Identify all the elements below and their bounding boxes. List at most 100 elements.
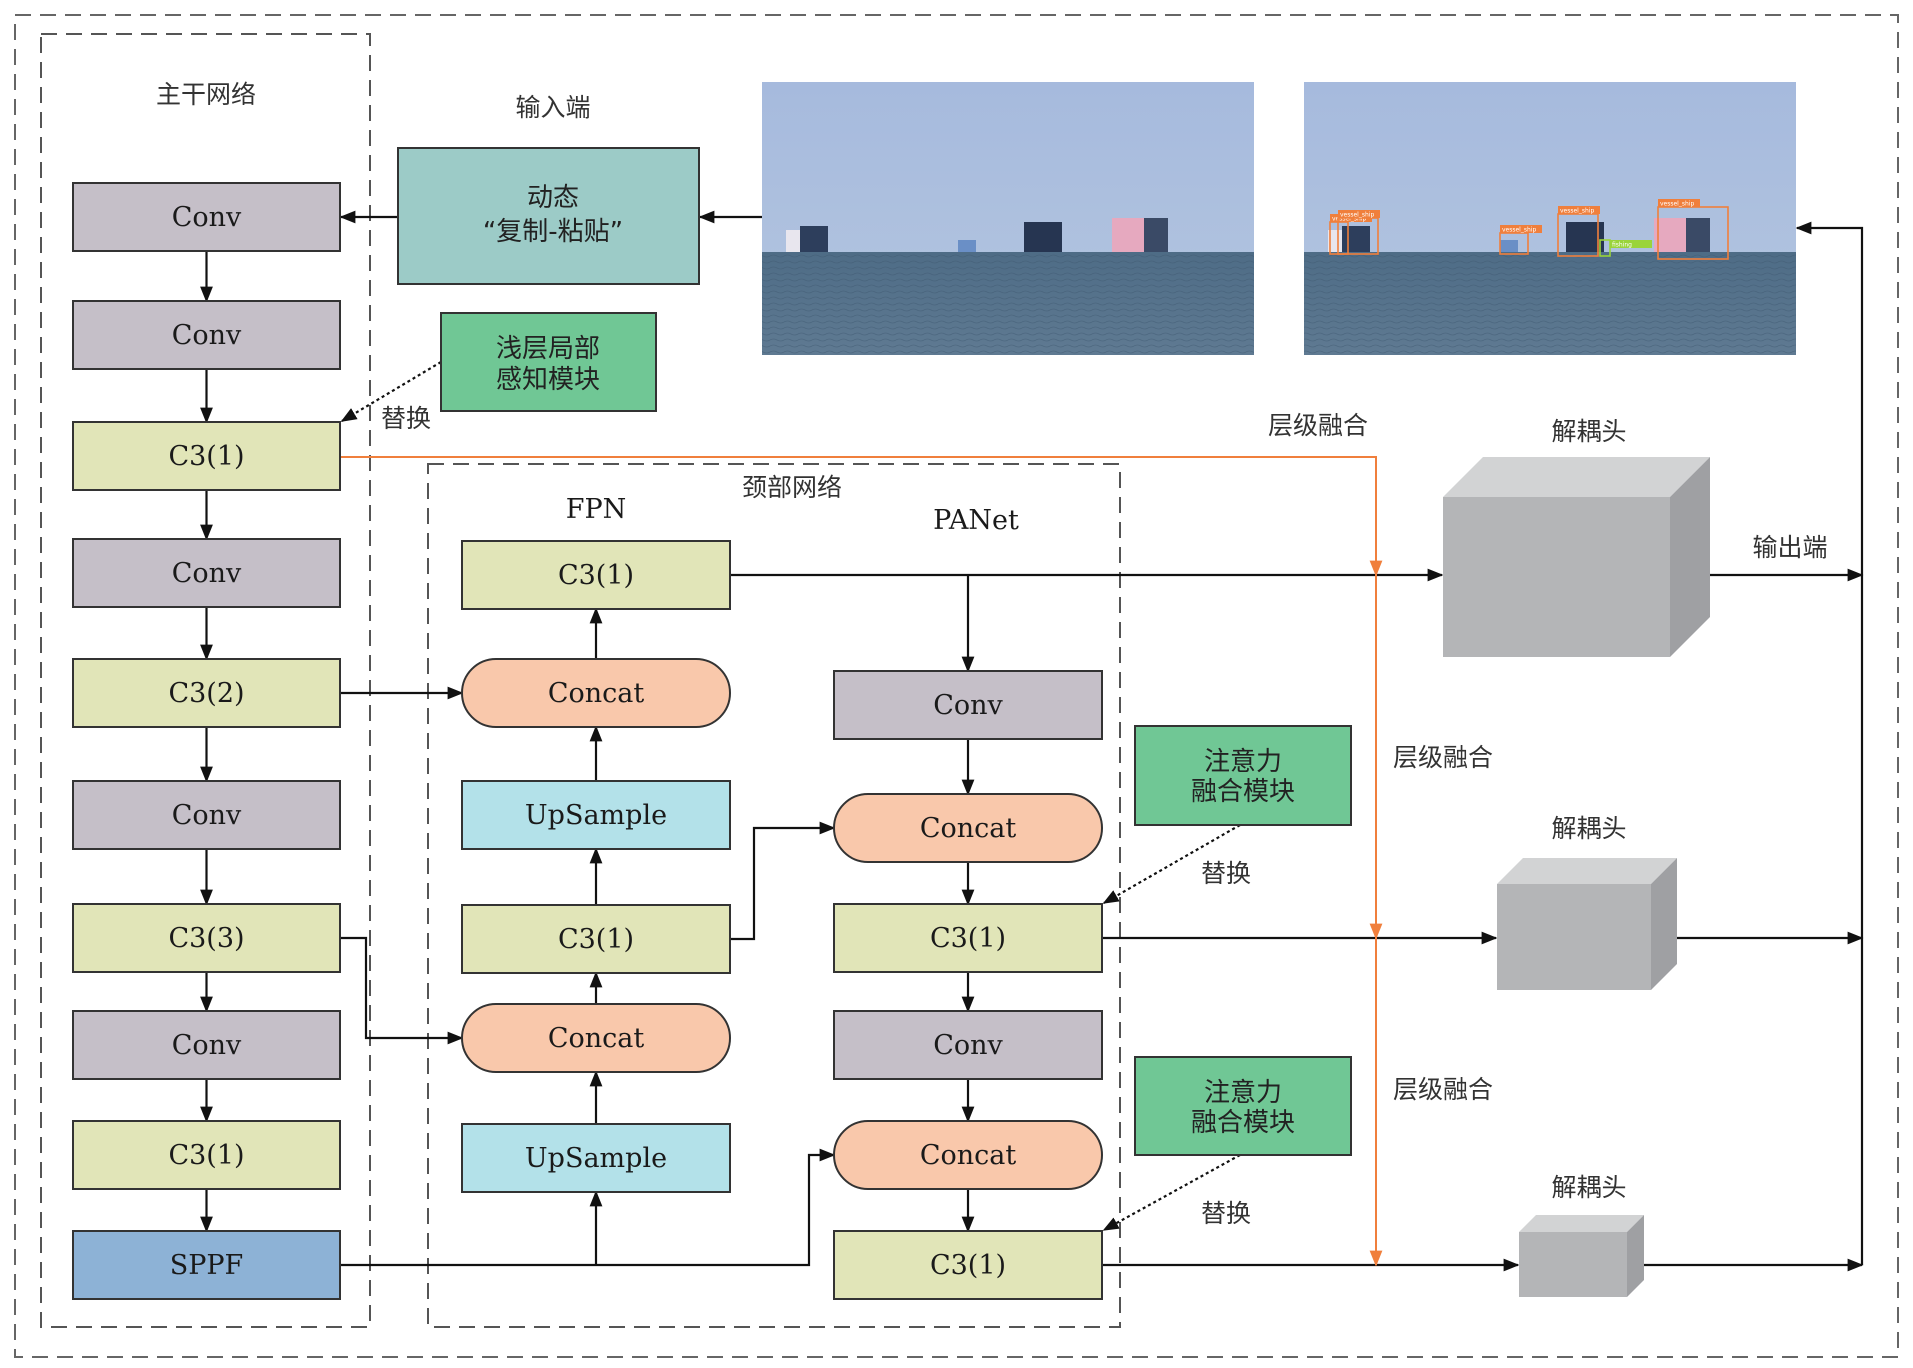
ship-2 [1342, 226, 1370, 252]
block-label: C3(3) [168, 923, 244, 954]
detection-label: vessel_ship [1502, 227, 1536, 234]
backbone-c3-block-7[interactable]: C3(3) [72, 903, 341, 973]
fpn-c3-to-panet-concat-arrow [730, 821, 836, 941]
block-label: C3(1) [930, 1250, 1006, 1281]
backbone-conv-block-8[interactable]: Conv [72, 1010, 341, 1080]
block-label: UpSample [525, 1143, 667, 1174]
backbone-conv-block-4[interactable]: Conv [72, 538, 341, 608]
shallow-module-line1: 浅层局部 [496, 334, 600, 364]
block-label: C3(1) [930, 923, 1006, 954]
fusion-label-1: 层级融合 [1268, 411, 1368, 440]
block-label: UpSample [525, 800, 667, 831]
backbone-title: 主干网络 [156, 80, 256, 109]
replace-arrow-1 [340, 361, 442, 422]
ships-input [786, 218, 1168, 252]
block-label: SPPF [170, 1250, 244, 1281]
backbone-sppf-block-10[interactable]: SPPF [72, 1230, 341, 1300]
fpn-upsample-block-3[interactable]: UpSample [461, 780, 731, 850]
backbone-conv-block-1[interactable]: Conv [72, 182, 341, 252]
panet-c3-block-3[interactable]: C3(1) [833, 903, 1103, 973]
neck-frame [427, 463, 1121, 1328]
fpn-concat-block-5[interactable]: Concat [461, 1003, 731, 1073]
block-label: Conv [172, 202, 242, 233]
ship-5 [1654, 218, 1686, 252]
decoupled-head-large [1443, 457, 1710, 657]
ship-5 [1112, 218, 1144, 252]
detection-box-2: vessel_ship [1337, 210, 1380, 255]
block-label: Conv [172, 800, 242, 831]
backbone-frame [40, 33, 371, 1328]
block-label: Concat [548, 678, 645, 709]
output-label: 输出端 [1752, 533, 1827, 562]
detection-label: vessel_ship [1660, 201, 1694, 208]
replace-arrow-3 [1102, 1154, 1241, 1231]
input-image [762, 82, 1254, 355]
attention-module-1-line1: 注意力 [1204, 747, 1282, 777]
head-label-2: 解耦头 [1551, 814, 1626, 843]
detection-box-6: fishing [1599, 239, 1652, 257]
panet-concat-block-2[interactable]: Concat [833, 793, 1103, 863]
detection-box-4: vessel_ship [1557, 206, 1600, 257]
detection-label: vessel_ship [1560, 208, 1594, 215]
fusion-label-2: 层级融合 [1393, 743, 1493, 772]
block-label: Conv [933, 690, 1003, 721]
panet-concat-block-5[interactable]: Concat [833, 1120, 1103, 1190]
panet-conv-block-4[interactable]: Conv [833, 1010, 1103, 1080]
attention-module-1-line2: 融合模块 [1191, 777, 1295, 807]
attention-module-2-line1: 注意力 [1204, 1078, 1282, 1108]
block-label: C3(1) [558, 560, 634, 591]
block-label: Concat [920, 813, 1017, 844]
detection-label: fishing [1612, 242, 1632, 249]
panet-c3-block-6[interactable]: C3(1) [833, 1230, 1103, 1300]
c3-3-to-concat-arrow [340, 936, 464, 1045]
fpn-c3-block-4[interactable]: C3(1) [461, 904, 731, 974]
shallow-module-line2: 感知模块 [496, 365, 600, 395]
fpn-title: FPN [566, 494, 627, 525]
fpn-concat-block-2[interactable]: Concat [461, 658, 731, 728]
attention-fusion-module-2[interactable]: 注意力 融合模块 [1134, 1056, 1352, 1156]
block-label: C3(2) [168, 678, 244, 709]
backbone-c3-block-3[interactable]: C3(1) [72, 421, 341, 491]
dynamic-copy-paste-module[interactable]: 动态 “复制-粘贴” [397, 147, 700, 285]
backbone-c3-block-9[interactable]: C3(1) [72, 1120, 341, 1190]
ship-4 [1024, 222, 1062, 252]
fusion-label-3: 层级融合 [1393, 1075, 1493, 1104]
ship-3 [1500, 240, 1518, 252]
attention-fusion-module-1[interactable]: 注意力 融合模块 [1134, 725, 1352, 826]
fpn-c3-block-1[interactable]: C3(1) [461, 540, 731, 610]
detection-box-5: vessel_ship [1657, 199, 1729, 260]
blocks: ConvConvC3(1)ConvC3(2)ConvC3(3)ConvC3(1)… [72, 182, 1103, 1300]
block-label: Concat [920, 1140, 1017, 1171]
detection-box-3: vessel_ship [1499, 225, 1542, 255]
backbone-conv-block-6[interactable]: Conv [72, 780, 341, 850]
backbone-conv-block-2[interactable]: Conv [72, 300, 341, 370]
fpn-upsample-block-6[interactable]: UpSample [461, 1123, 731, 1193]
head-label-1: 解耦头 [1551, 417, 1626, 446]
decoupled-head-small [1519, 1215, 1644, 1297]
block-label: C3(1) [168, 1140, 244, 1171]
decoupled-heads [1443, 457, 1710, 1297]
block-label: C3(1) [168, 441, 244, 472]
replace-label-1: 替换 [381, 404, 431, 433]
block-label: Concat [548, 1023, 645, 1054]
sppf-to-panet-concat-arrow [340, 1148, 836, 1267]
block-label: C3(1) [558, 924, 634, 955]
panet-conv-block-1[interactable]: Conv [833, 670, 1103, 740]
detection-label: vessel_ship [1332, 216, 1366, 223]
ship-1 [786, 230, 800, 252]
output-to-image-arrow [1795, 221, 1864, 1265]
block-label: Conv [933, 1030, 1003, 1061]
ship-6 [1686, 218, 1710, 252]
output-image: vessel_shipvessel_shipvessel_shipvessel_… [1304, 82, 1796, 355]
backbone-c3-block-5[interactable]: C3(2) [72, 658, 341, 728]
replace-label-2: 替换 [1201, 859, 1251, 888]
neck-title: 颈部网络 [742, 473, 842, 502]
connections [200, 210, 1864, 1272]
block-label: Conv [172, 1030, 242, 1061]
decoupled-head-medium [1497, 858, 1677, 990]
replace-label-3: 替换 [1201, 1199, 1251, 1228]
shallow-local-perception-module[interactable]: 浅层局部 感知模块 [440, 312, 657, 412]
outer-frame [14, 14, 1899, 1358]
block-label: Conv [172, 320, 242, 351]
